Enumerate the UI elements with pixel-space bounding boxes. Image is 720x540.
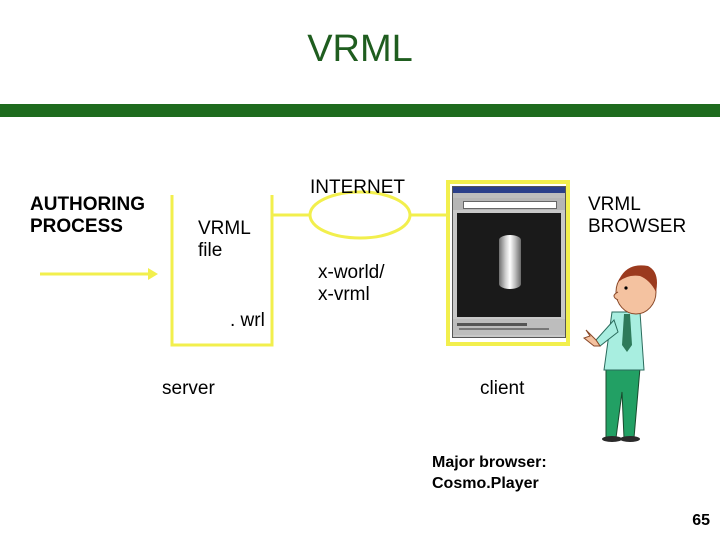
mime-type-label: x-world/ x-vrml (318, 262, 385, 305)
authoring-arrow-head (148, 268, 158, 280)
title-divider (0, 104, 720, 117)
vrml-viewport (457, 213, 561, 317)
browser-navigation-bar (453, 319, 565, 335)
cylinder-3d-icon (499, 235, 521, 289)
vrml-browser-label: VRML BROWSER (588, 194, 687, 237)
vrml-browser-window-icon (452, 186, 566, 338)
browser-menubar (453, 193, 565, 198)
server-bracket (170, 195, 274, 347)
page-number: 65 (692, 512, 710, 529)
vrml-file-label: VRML file (198, 218, 251, 261)
browser-controls (457, 323, 527, 326)
browser-address-bar (463, 201, 557, 209)
client-label: client (480, 378, 525, 399)
major-browser-note: Major browser: Cosmo.Player (432, 454, 547, 492)
browser-status-text (459, 328, 549, 330)
browser-titlebar (453, 187, 565, 193)
wrl-extension-label: . wrl (230, 310, 265, 331)
slide-title: VRML (307, 28, 413, 70)
pointing-man-icon (582, 265, 657, 442)
internet-label: INTERNET (310, 177, 405, 198)
server-label: server (162, 378, 215, 399)
browser-frame (446, 180, 570, 346)
authoring-process-label: AUTHORING PROCESS (30, 194, 146, 237)
